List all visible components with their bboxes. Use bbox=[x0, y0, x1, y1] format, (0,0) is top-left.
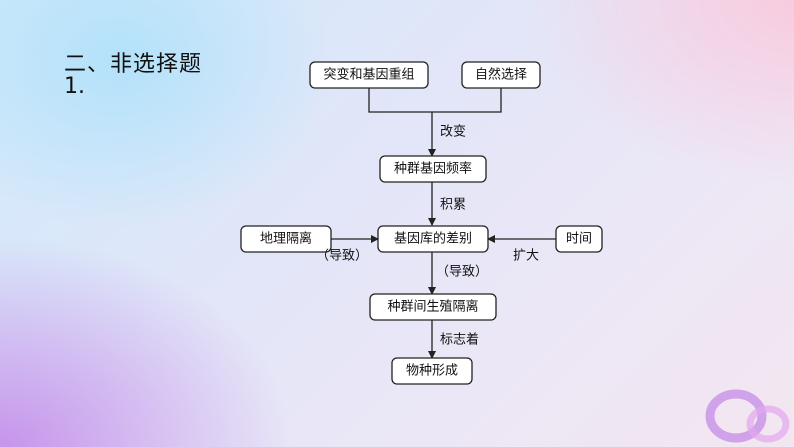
decorative-rings-icon bbox=[705, 389, 790, 443]
node-time: 时间 bbox=[555, 225, 603, 253]
svg-text:种群间生殖隔离: 种群间生殖隔离 bbox=[387, 299, 478, 315]
svg-text:基因库的差别: 基因库的差别 bbox=[394, 231, 472, 247]
label-accumulate: 积累 bbox=[440, 198, 466, 213]
svg-text:时间: 时间 bbox=[566, 232, 592, 247]
node-mutation-recombination: 突变和基因重组 bbox=[309, 61, 429, 89]
label-lead-down: （导致） bbox=[436, 265, 488, 280]
node-speciation: 物种形成 bbox=[391, 357, 473, 385]
node-reproductive-isolation: 种群间生殖隔离 bbox=[369, 293, 497, 321]
label-expand: 扩大 bbox=[513, 249, 539, 264]
label-change: 改变 bbox=[440, 124, 466, 140]
svg-text:种群基因频率: 种群基因频率 bbox=[394, 161, 472, 177]
node-gene-frequency: 种群基因频率 bbox=[379, 155, 487, 183]
merge-connector bbox=[368, 88, 502, 113]
node-geographic-isolation: 地理隔离 bbox=[240, 225, 332, 253]
svg-text:突变和基因重组: 突变和基因重组 bbox=[323, 67, 414, 83]
question-number: 1. bbox=[64, 74, 85, 99]
section-heading: 二、非选择题 bbox=[64, 52, 203, 77]
svg-text:自然选择: 自然选择 bbox=[475, 67, 527, 83]
node-gene-pool-difference: 基因库的差别 bbox=[377, 225, 489, 253]
label-marks: 标志着 bbox=[440, 332, 479, 348]
label-lead-left: （导致） bbox=[316, 249, 368, 264]
svg-text:地理隔离: 地理隔离 bbox=[260, 231, 312, 247]
svg-text:物种形成: 物种形成 bbox=[406, 364, 458, 379]
node-natural-selection: 自然选择 bbox=[461, 61, 541, 89]
